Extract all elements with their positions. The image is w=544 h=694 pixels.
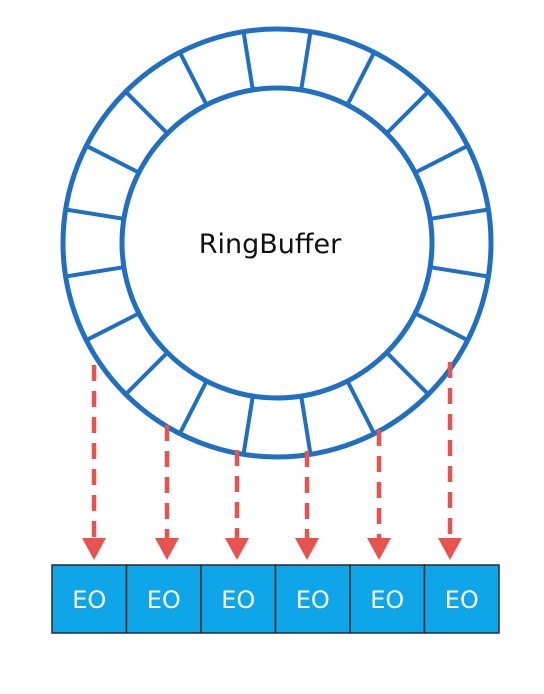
ring-slot-divider — [85, 311, 140, 342]
consumer-box-bg — [274, 564, 351, 634]
ring-slot-divider — [345, 51, 376, 106]
dashed-arrow — [367, 430, 391, 560]
ring-slot-divider — [429, 265, 489, 279]
consumer-box: EO — [200, 564, 277, 634]
ring-slot-divider — [345, 380, 376, 435]
arrow-head — [367, 538, 391, 560]
consumer-box: EO — [349, 564, 426, 634]
consumer-label: EO — [72, 586, 106, 614]
dashed-arrow — [82, 365, 106, 560]
ring-slot-divider — [385, 90, 430, 135]
ring-outer-edge — [60, 26, 494, 460]
ring-slot-divider — [241, 395, 255, 455]
ring-slot-divider — [124, 90, 169, 135]
ring-buffer: RingBuffer — [60, 26, 494, 460]
consumer-label: EO — [296, 586, 330, 614]
ring-slot-divider — [65, 265, 125, 279]
dashed-arrow — [438, 362, 462, 560]
consumer-label: EO — [221, 586, 255, 614]
ring-slot-divider — [385, 351, 430, 396]
arrow-head — [155, 538, 179, 560]
ring-slot-divider — [299, 395, 313, 455]
consumer-label: EO — [147, 586, 181, 614]
consumer-box-bg — [51, 564, 128, 634]
arrow-head — [438, 538, 462, 560]
ring-slot-divider — [85, 144, 140, 175]
ring-buffer-label: RingBuffer — [199, 229, 342, 260]
consumer-label: EO — [370, 586, 404, 614]
ring-slot-divider — [178, 51, 209, 106]
ring-slot-divider — [414, 144, 469, 175]
consumer-box: EO — [423, 564, 500, 634]
consumer-label: EO — [445, 586, 479, 614]
consumer-box: EO — [125, 564, 202, 634]
ring-slot-divider — [65, 207, 125, 221]
dashed-arrow — [155, 425, 179, 560]
dashed-arrow — [295, 451, 319, 560]
consumer-row: EO EO EO EO EO EO — [51, 564, 500, 634]
consumer-box-bg — [423, 564, 500, 634]
consumer-box-bg — [125, 564, 202, 634]
consumer-box: EO — [51, 564, 128, 634]
ring-slot-divider — [178, 380, 209, 435]
ring-slot-dividers — [65, 31, 489, 455]
consumer-box: EO — [274, 564, 351, 634]
ring-slot-divider — [414, 311, 469, 342]
consumer-box-bg — [200, 564, 277, 634]
consumer-arrows — [82, 362, 462, 560]
ring-slot-divider — [241, 31, 255, 91]
ring-inner-edge — [119, 85, 435, 401]
ring-slot-divider — [299, 31, 313, 91]
arrow-head — [225, 538, 249, 560]
dashed-arrow — [225, 450, 249, 560]
arrow-head — [295, 538, 319, 560]
arrow-head — [82, 538, 106, 560]
ring-slot-divider — [124, 351, 169, 396]
ring-slot-divider — [429, 207, 489, 221]
